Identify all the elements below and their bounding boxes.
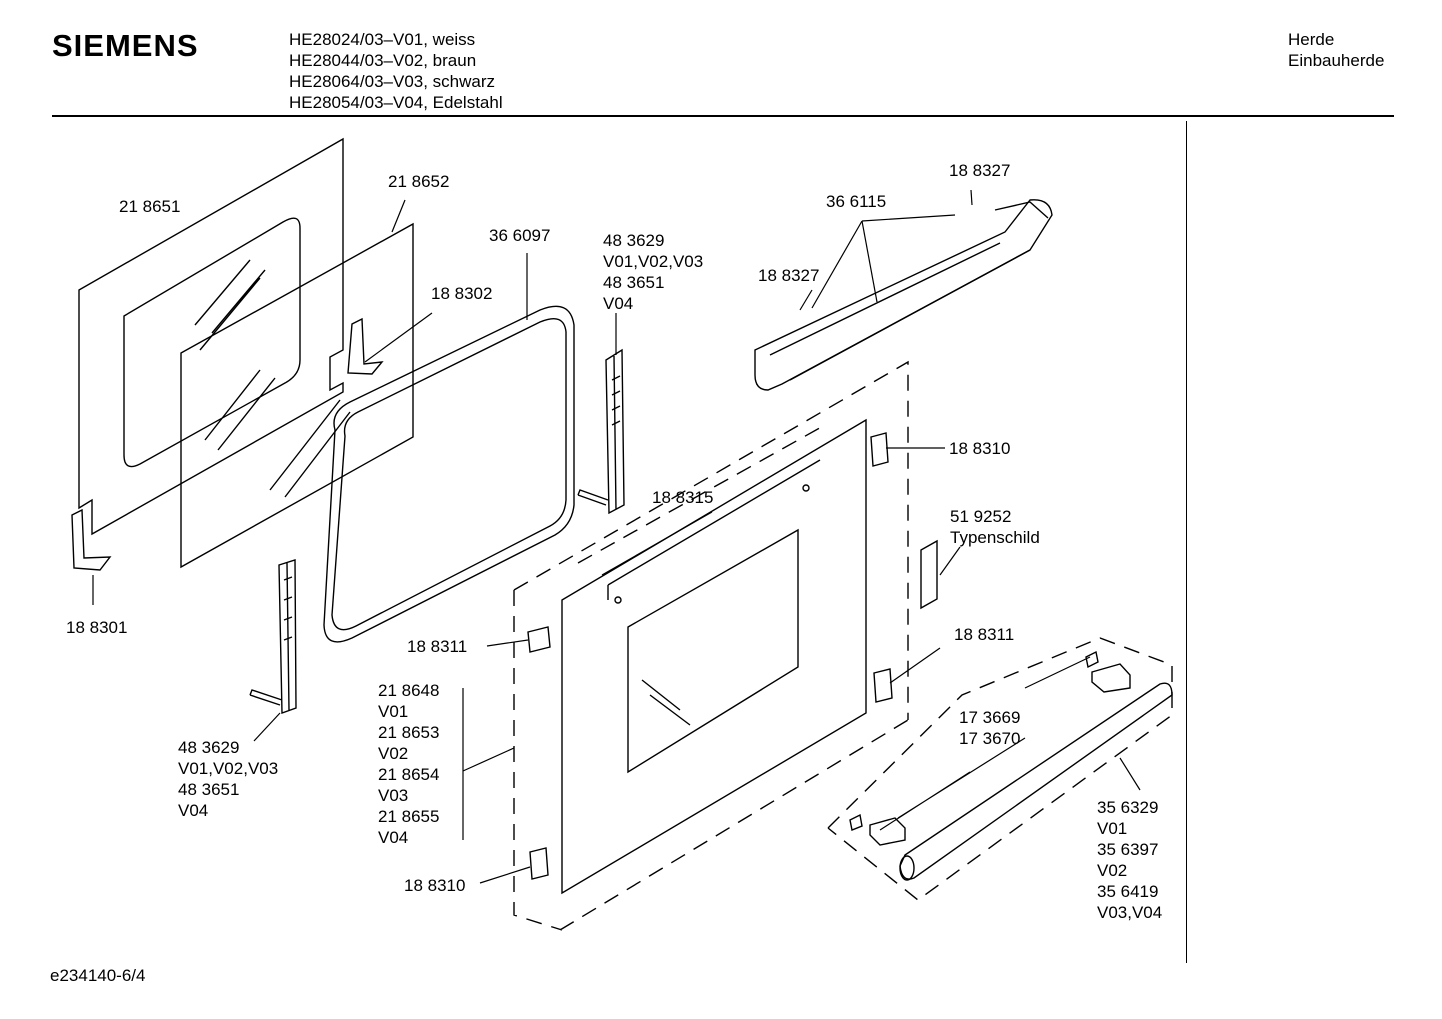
top-strip [754,199,1053,391]
rating-plate [920,539,938,610]
label-line: 17 3670 [959,729,1021,748]
label-line: V01 [1097,819,1128,838]
label-188327-left: 18 8327 [758,266,820,285]
label-188302: 18 8302 [431,284,493,303]
clip-188311-right [873,668,893,703]
leader-lines [92,189,1141,884]
category: Herde Einbauherde [1288,29,1384,71]
model-line: HE28044/03–V02, braun [289,51,477,70]
label-519252: 51 9252 Typenschild [950,506,1040,548]
label-188315: 18 8315 [652,488,714,507]
label-line: V03 [378,786,409,805]
label-line: Typenschild [950,528,1040,547]
label-line: V01,V02,V03 [178,759,279,778]
bracket-188302 [347,317,384,375]
category-line: Herde [1288,30,1335,49]
brand-logo: SIEMENS [52,28,199,63]
document-code: e234140-6/4 [50,966,146,985]
label-line: 48 3629 [178,738,240,757]
hinge-top [577,348,625,515]
label-188301: 18 8301 [66,618,128,637]
handle-dashed-outline [827,637,1173,901]
label-188327-top: 18 8327 [949,161,1011,180]
category-line: Einbauherde [1288,51,1385,70]
label-line: 51 9252 [950,507,1012,526]
label-line: V02 [378,744,409,763]
model-line: HE28054/03–V04, Edelstahl [289,93,503,112]
label-line: 35 6397 [1097,840,1159,859]
label-218648: 21 8648 V01 21 8653 V02 21 8654 V03 21 8… [378,680,439,848]
clip-188310-bottom [529,847,549,880]
model-line: HE28024/03–V01, weiss [289,30,476,49]
label-line: V02 [1097,861,1128,880]
model-list: HE28024/03–V01, weiss HE28044/03–V02, br… [289,29,503,113]
label-line: 21 8653 [378,723,440,742]
spacer [849,813,863,831]
dashed-frame [513,360,909,931]
door-front [561,418,867,895]
model-line: HE28064/03–V03, schwarz [289,72,496,91]
label-188310-bottom: 18 8310 [404,876,466,895]
label-366115: 36 6115 [826,192,887,211]
label-line: 17 3669 [959,708,1021,727]
label-173669: 17 3669 17 3670 [959,707,1020,749]
label-483629-bottom: 48 3629 V01,V02,V03 48 3651 V04 [178,737,278,821]
label-line: 21 8655 [378,807,440,826]
label-218652: 21 8652 [388,172,450,191]
label-483629-top: 48 3629 V01,V02,V03 48 3651 V04 [603,230,703,314]
label-line: V04 [178,801,209,820]
label-line: 21 8648 [378,681,440,700]
label-188311-right: 18 8311 [954,625,1015,644]
side-divider [1186,121,1187,963]
outer-glass-pane [78,137,344,536]
label-line: V03,V04 [1097,903,1163,922]
label-line: V04 [378,828,409,847]
header-divider [52,115,1394,117]
label-line: V04 [603,294,634,313]
label-188311-left: 18 8311 [407,637,468,656]
label-line: 48 3651 [178,780,240,799]
label-line: 48 3629 [603,231,665,250]
hinge-bottom [249,559,297,714]
label-line: V01 [378,702,409,721]
door-handle [869,663,1173,881]
spacer [1085,650,1099,669]
label-366097: 36 6097 [489,226,551,245]
label-line: V01,V02,V03 [603,252,704,271]
door-gasket [323,305,575,643]
clip-188311-left [527,626,551,653]
label-line: 21 8654 [378,765,440,784]
label-line: 35 6329 [1097,798,1159,817]
inner-glass-pane [180,222,414,569]
dashed-line [577,424,826,564]
label-line: 35 6419 [1097,882,1159,901]
label-line: 48 3651 [603,273,665,292]
label-218651: 21 8651 [119,197,181,216]
label-356329: 35 6329 V01 35 6397 V02 35 6419 V03,V04 [1097,797,1162,923]
bracket-188301 [71,508,112,571]
clip-188310-right [870,432,889,467]
label-188310-right: 18 8310 [949,439,1011,458]
